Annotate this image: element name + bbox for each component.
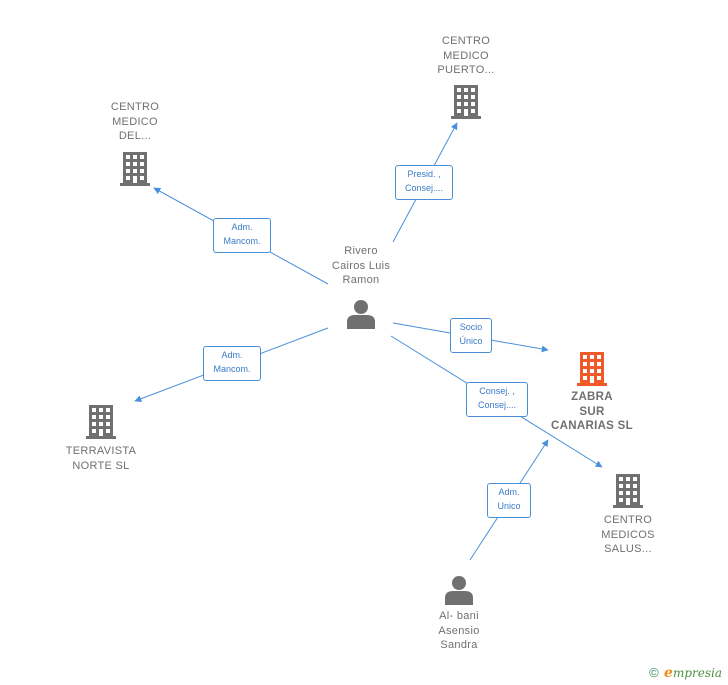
- relation-label-adm-unico[interactable]: Adm. Unico: [487, 483, 531, 518]
- copyright-symbol: ©: [649, 665, 659, 680]
- building-icon: [86, 405, 116, 439]
- relation-label-adm-mancom[interactable]: Adm. Mancom.: [213, 218, 271, 253]
- building-icon: [613, 474, 643, 508]
- person-icon: [347, 300, 375, 329]
- node-label: CENTRO MEDICO DEL...: [110, 101, 160, 142]
- person-icon: [445, 576, 473, 605]
- node-label: CENTRO MEDICOS SALUS...: [601, 514, 655, 555]
- node-label: CENTRO MEDICO PUERTO...: [437, 35, 495, 76]
- building-icon: [120, 152, 150, 186]
- node-label: Al- bani Asensio Sandra: [438, 610, 480, 651]
- relation-label-presid-consej[interactable]: Presid. , Consej....: [395, 165, 453, 200]
- relation-label-adm-mancom[interactable]: Adm. Mancom.: [203, 346, 261, 381]
- relation-label-consej-consej[interactable]: Consej. , Consej....: [466, 382, 528, 417]
- node-label: ZABRA SUR CANARIAS SL: [551, 391, 633, 432]
- node-label: TERRAVISTA NORTE SL: [65, 445, 137, 472]
- relation-label-socio-unico[interactable]: Socio Único: [450, 318, 492, 353]
- building-icon: [451, 85, 481, 119]
- building-icon: [577, 352, 607, 386]
- node-label: Rivero Cairos Luis Ramon: [331, 245, 391, 286]
- brand-footer: © empresia: [649, 665, 722, 681]
- brand-logo: empresia: [664, 665, 722, 681]
